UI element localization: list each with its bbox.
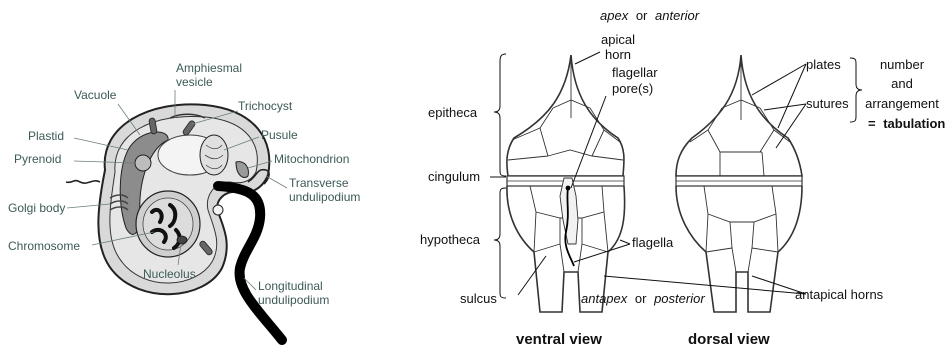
label-nucleolus: Nucleolus <box>143 267 196 281</box>
label-sutures: sutures <box>806 96 849 111</box>
label-or-1: or <box>636 8 648 23</box>
transverse-undulipodium-left <box>66 181 100 184</box>
label-golgi: Golgi body <box>8 201 65 215</box>
label-trichocyst: Trichocyst <box>238 99 293 113</box>
label-anterior: anterior <box>655 8 700 23</box>
epitheca-bracket <box>494 54 506 176</box>
label-and: and <box>891 76 913 91</box>
label-pyrenoid: Pyrenoid <box>14 152 61 166</box>
label-transverse-2: undulipodium <box>289 190 360 204</box>
label-dorsal-view: dorsal view <box>688 331 770 348</box>
label-amphiesmal-1: Amphiesmal <box>176 61 242 75</box>
dorsal-theca <box>676 55 802 312</box>
longitudinal-undulipodium <box>218 186 282 340</box>
label-chromosome: Chromosome <box>8 239 80 253</box>
tabulation-bracket <box>850 58 862 122</box>
label-tabulation: tabulation <box>883 116 945 131</box>
label-number: number <box>880 57 925 72</box>
label-posterior: posterior <box>653 291 705 306</box>
cell-diagram <box>66 104 282 340</box>
label-amphiesmal-2: vesicle <box>176 75 213 89</box>
label-flagella: flagella <box>632 235 674 250</box>
label-antapex: antapex <box>581 291 628 306</box>
label-epitheca: epitheca <box>428 105 478 120</box>
label-equals: = <box>868 116 876 131</box>
label-or-2: or <box>635 291 647 306</box>
label-apex: apex <box>600 8 629 23</box>
ventral-epitheca-sutures <box>508 55 623 160</box>
label-cingulum: cingulum <box>428 169 480 184</box>
label-arrangement: arrangement <box>865 96 939 111</box>
label-apical-1: apical <box>601 32 635 47</box>
label-pusule: Pusule <box>261 128 298 142</box>
label-hypotheca: hypotheca <box>420 232 481 247</box>
label-longitudinal-2: undulipodium <box>258 293 329 307</box>
label-flagellar-1: flagellar <box>612 65 658 80</box>
label-transverse-1: Transverse <box>289 176 349 190</box>
label-antapical-horns: antapical horns <box>795 287 884 302</box>
label-ventral-view: ventral view <box>516 331 602 348</box>
hypotheca-bracket <box>494 188 506 298</box>
dorsal-hypotheca-sutures <box>704 186 778 272</box>
label-plastid: Plastid <box>28 129 64 143</box>
pyrenoid <box>135 155 151 171</box>
label-apical-2: horn <box>605 47 631 62</box>
svg-text:antapex or posteri: antapex or posterior <box>581 291 705 306</box>
label-mitochondrion: Mitochondrion <box>274 152 349 166</box>
dorsal-epitheca-sutures <box>690 55 790 176</box>
label-sulcus: sulcus <box>460 291 497 306</box>
label-vacuole: Vacuole <box>74 88 117 102</box>
label-longitudinal-1: Longitudinal <box>258 279 323 293</box>
label-plates: plates <box>806 57 841 72</box>
svg-text:= tabulation: = tabulation <box>868 116 945 131</box>
svg-text:apex or anterior: apex or anterior <box>600 8 700 23</box>
ventral-theca <box>507 55 625 312</box>
nucleolus <box>177 236 187 244</box>
label-flagellar-2: pore(s) <box>612 81 653 96</box>
pusule-opening <box>213 205 223 215</box>
